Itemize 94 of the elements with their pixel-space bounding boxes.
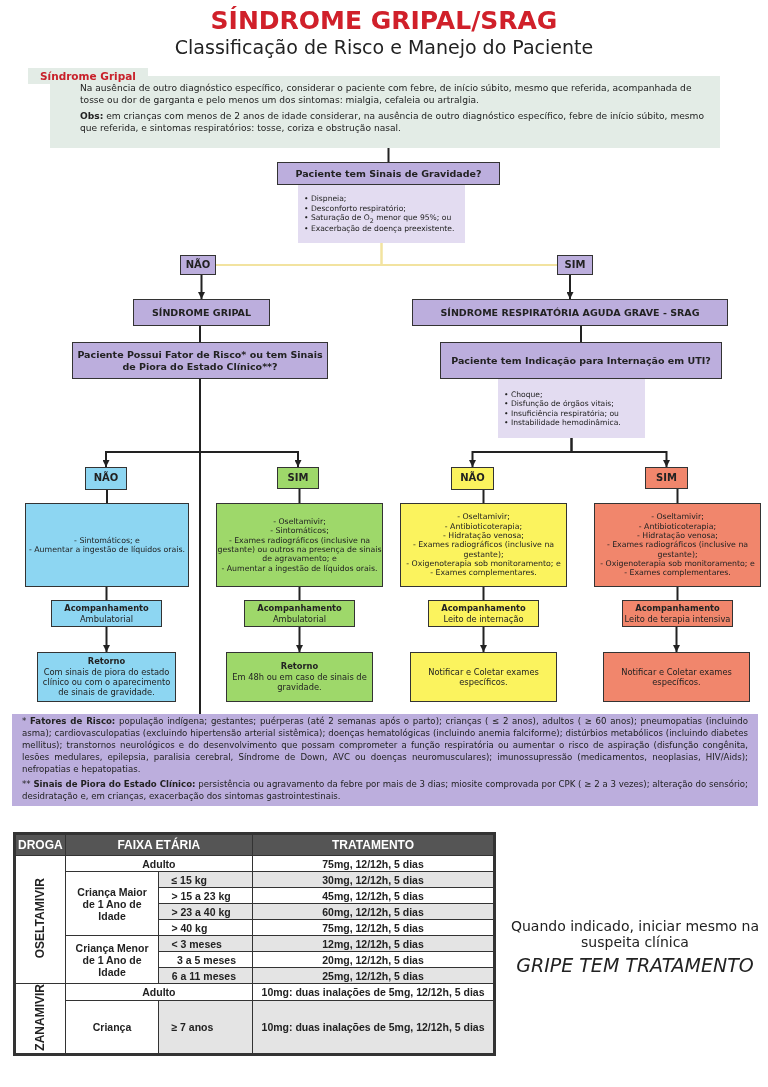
- age-range: 3 a 5 meses: [158, 951, 253, 968]
- decision-box: [412, 299, 728, 326]
- slogan-text: Quando indicado, iniciar mesmo na suspeita clínica: [509, 918, 761, 950]
- connector-line: [199, 378, 201, 715]
- arrow: [198, 274, 205, 300]
- process-box: [244, 600, 355, 627]
- process-box: [410, 652, 557, 702]
- process-box: [51, 600, 162, 627]
- footnote-panel: [12, 714, 758, 806]
- weight-range: > 40 kg: [158, 919, 253, 936]
- box-heading: Paciente Possui Fator de Risco* ou tem Sinais de Piora do Estado Clínico**?: [76, 348, 324, 373]
- arrow: [570, 437, 670, 468]
- decision-box: [440, 342, 722, 379]
- box-text: Notificar e Coletar exames específicos.: [427, 666, 540, 688]
- treatment-box: [25, 503, 189, 587]
- box-heading: SIM: [287, 471, 309, 485]
- answer-box: [180, 255, 216, 275]
- dosage: 10mg: duas inalações de 5mg, 12/12h, 5 dias: [252, 1000, 495, 1055]
- subtitle: Classificação de Risco e Manejo do Paciente: [173, 36, 595, 58]
- box-heading: Acompanhamento: [635, 603, 720, 614]
- criteria-box: [498, 379, 645, 438]
- box-heading: Paciente tem Sinais de Gravidade?: [295, 167, 482, 180]
- connector-line: [298, 488, 301, 504]
- answer-box: [277, 467, 319, 489]
- box-text: Ambulatorial: [272, 613, 327, 624]
- age-group: Criança Maior de 1 Ano de Idade: [65, 871, 159, 936]
- connector-line: [580, 325, 582, 343]
- answer-box: [451, 467, 494, 490]
- box-heading: Acompanhamento: [64, 603, 149, 614]
- connector-line: [387, 147, 390, 163]
- answer-box: [557, 255, 593, 275]
- treatment-box: [400, 503, 567, 587]
- box-text: Com sinais de piora do estado clínico ou com o aparecimento de sinais de gravidade.: [41, 666, 172, 698]
- process-box: [226, 652, 373, 702]
- box-heading: Retorno: [280, 661, 319, 672]
- connector-line: [482, 586, 485, 601]
- weight-range: > 15 a 23 kg: [158, 887, 253, 904]
- box-heading: NÃO: [185, 258, 211, 272]
- decision-box: [277, 162, 500, 185]
- box-text: Notificar e Coletar exames específicos.: [620, 666, 733, 688]
- paragraph: Na ausência de outro diagnóstico específico, considerar o paciente com febre, de início súbito, mesmo que referida, acompanhada de tosse ou dor de garganta e pelo menos um dos sintomas: mialgia, cefaleia ou artralgia.: [80, 82, 693, 107]
- box-heading: Paciente tem Indicação para Internação em UTI?: [451, 354, 711, 367]
- decision-box: [72, 342, 328, 379]
- box-heading: NÃO: [460, 472, 485, 485]
- table-header: DROGA: [14, 833, 66, 856]
- connector-line: [482, 489, 485, 504]
- connector-line: [676, 586, 679, 601]
- connector-line: [298, 586, 301, 601]
- box-text: Leito de internação: [443, 613, 524, 624]
- box-heading: Acompanhamento: [257, 603, 342, 614]
- connector-line: [105, 586, 108, 601]
- criteria-box: [298, 185, 465, 243]
- age-group: Adulto: [65, 855, 253, 872]
- age-group: Criança Menor de 1 Ano de Idade: [65, 935, 159, 984]
- box-heading: SÍNDROME GRIPAL: [152, 306, 251, 319]
- table-header: FAIXA ETÁRIA: [65, 833, 253, 856]
- connector-line: [676, 488, 679, 504]
- title: SÍNDROME GRIPAL/SRAG: [209, 6, 559, 35]
- box-heading: SIM: [564, 258, 586, 272]
- slogan-heading: GRIPE TEM TRATAMENTO: [515, 954, 755, 976]
- process-box: [428, 600, 539, 627]
- arrow: [103, 626, 110, 653]
- section-tab: Síndrome Gripal: [28, 68, 148, 84]
- box-text: Leito de terapia intensiva: [624, 613, 731, 624]
- process-box: [37, 652, 176, 702]
- box-text: Ambulatorial: [79, 613, 134, 624]
- decision-box: [133, 299, 270, 326]
- drug-name: OSELTAMIVIR: [34, 878, 47, 959]
- treatment-box: [594, 503, 761, 587]
- process-box: [622, 600, 733, 627]
- arrow: [480, 626, 487, 653]
- answer-box: [645, 467, 688, 489]
- box-heading: Retorno: [87, 656, 126, 667]
- age-group: Adulto: [65, 983, 253, 1001]
- connector-line: [380, 242, 558, 266]
- table-header: TRATAMENTO: [252, 833, 495, 856]
- arrow: [566, 274, 574, 300]
- box-heading: Acompanhamento: [441, 603, 526, 614]
- box-text: Em 48h ou em caso de sinais de gravidade.: [231, 671, 368, 693]
- arrow: [296, 626, 303, 653]
- drug-name: ZANAMIVIR: [34, 984, 47, 1051]
- connector-line: [106, 489, 108, 504]
- box-heading: SÍNDROME RESPIRATÓRIA AGUDA GRAVE - SRAG: [440, 306, 700, 319]
- paragraph: Obs: em crianças com menos de 2 anos de idade considerar, na ausência de outro diagnóstico específico, febre de início súbito, mesmo que referida, e sintomas respiratórios: tosse, coriza e obstrução nasal.: [80, 109, 705, 135]
- box-heading: NÃO: [93, 472, 119, 485]
- process-box: [603, 652, 750, 702]
- age-range: ≥ 7 anos: [158, 1000, 253, 1055]
- connector-line: [199, 325, 201, 343]
- arrow: [673, 626, 680, 653]
- box-heading: SIM: [656, 471, 677, 485]
- box-text: **Sinais de Piora do Estado Clínico: persistência ou agravamento da febre por mais de 3 dias; miosite comprovada por CPK ( ≥ 2 a 3 vezes); alteração do sensório; desidratação e, em crianças, exacerbação dos sintomas gastrointestinais.: [22, 778, 748, 803]
- treatment-box: [216, 503, 383, 587]
- box-text: *Fatores de Risco: população indígena; gestantes; puérperas (até 2 semanas após o parto); crianças ( ≤ 2 anos), adultos ( ≥ 60 anos); pneumopatias (incluindo asma); cardiovasculopatias (excluindo hipertensão arterial sistêmica); doenças hematológicas (incluindo anemia falciforme); distúrbios metabólicos (incluindo diabetes mellitus); transtornos neurológicos e do desenvolvimento que possam comprometer a função respiratória ou aumentar o risco de aspiração (disfunção congênita, lesões medulares, epilepsia, paralisia cerebral, Síndrome de Down, AVC ou doenças neuromusculares); imunossupressão (medicamentos, neoplasias, HIV/Aids); nefropatias e hepatopatias.: [22, 714, 748, 776]
- answer-box: [85, 467, 127, 490]
